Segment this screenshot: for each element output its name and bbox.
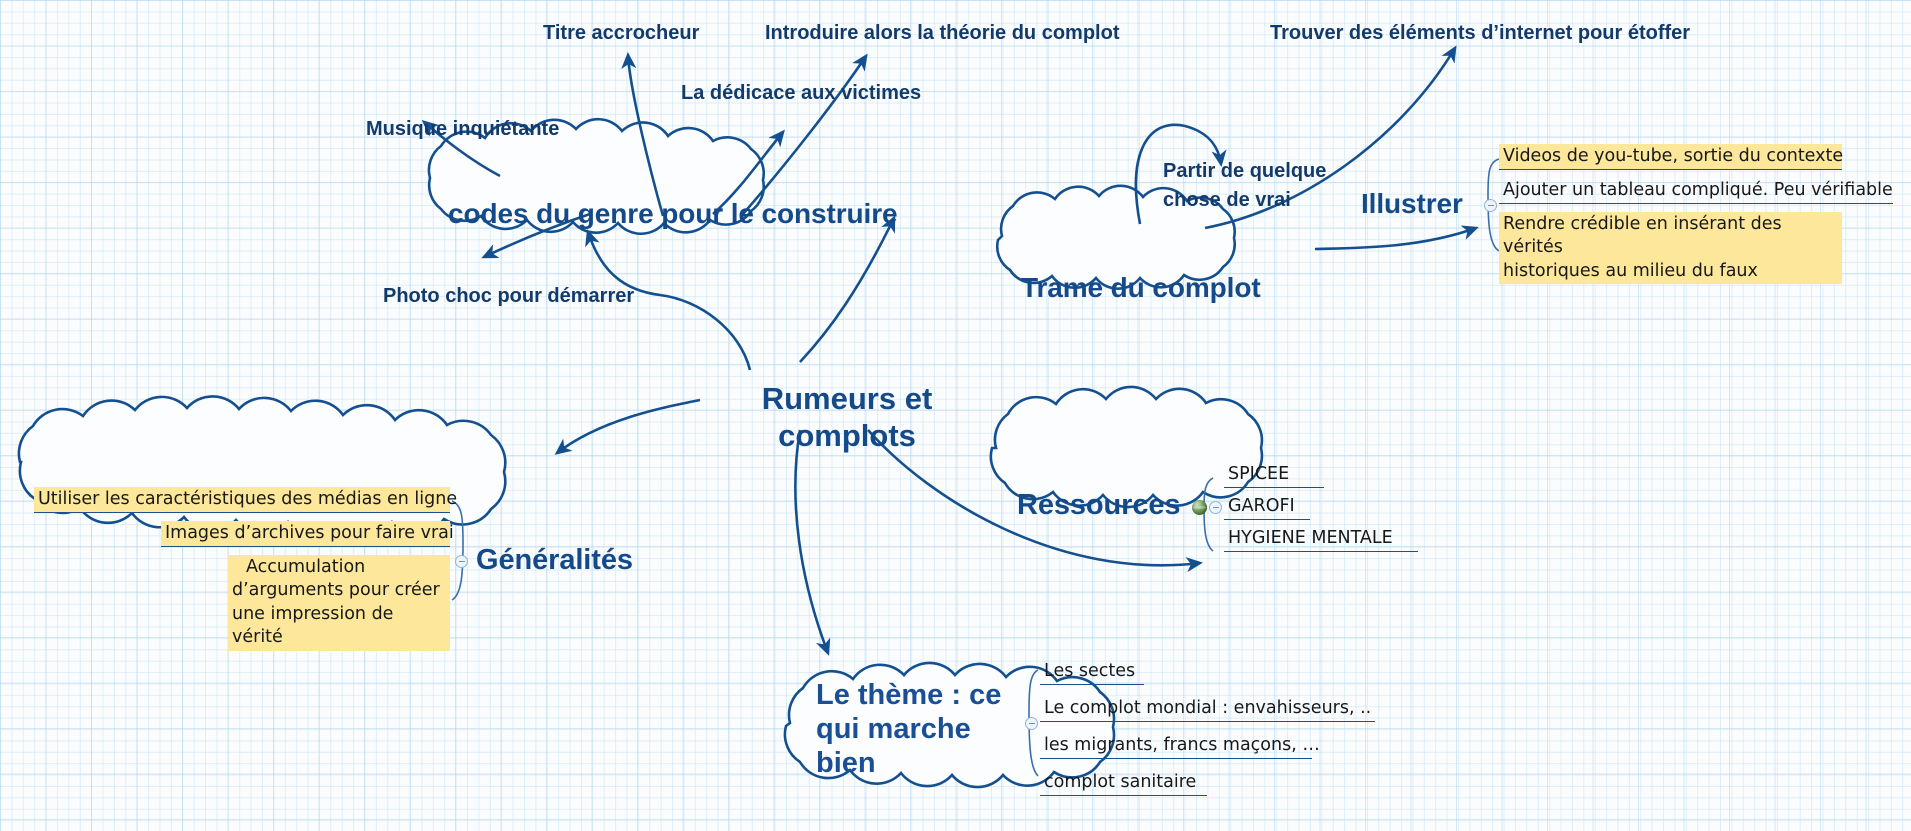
note-ressources-hygiene-mentale[interactable]: HYGIENE MENTALE <box>1224 526 1418 553</box>
leaf-trouver-elements-internet[interactable]: Trouver des éléments d’internet pour éto… <box>1270 22 1691 44</box>
leaf-titre-accrocheur[interactable]: Titre accrocheur <box>543 22 700 44</box>
theme-title-line2: qui marche <box>816 713 971 746</box>
collapse-handle-theme[interactable] <box>1025 717 1038 730</box>
leaf-introduire-theorie-complot[interactable]: Introduire alors la théorie du complot <box>765 22 1120 44</box>
globe-icon <box>1192 500 1207 515</box>
leaf-partir-line2: chose de vrai <box>1163 189 1291 211</box>
node-ressources[interactable]: Ressources <box>1017 489 1181 521</box>
note-theme-complot-mondial[interactable]: Le complot mondial : envahisseurs, .. <box>1040 696 1375 723</box>
note-accumulation-line2: d’arguments pour créer <box>232 580 440 601</box>
note-accumulation-line1: Accumulation <box>246 557 366 577</box>
node-codes-du-genre[interactable]: codes du genre pour le construire <box>448 198 898 229</box>
note-theme-complot-sanitaire[interactable]: complot sanitaire <box>1040 770 1207 797</box>
leaf-photo-choc-pour-demarrer[interactable]: Photo choc pour démarrer <box>383 285 635 307</box>
leaf-musique-inquietante[interactable]: Musique inquiétante <box>366 118 560 140</box>
root-label-line2: complots <box>778 418 916 454</box>
node-illustrer[interactable]: Illustrer <box>1361 188 1463 219</box>
theme-title-line1: Le thème : ce <box>816 679 1002 711</box>
node-generalites[interactable]: Généralités <box>476 544 633 576</box>
node-le-theme[interactable]: Le thème : ce qui marche bien <box>816 678 1026 781</box>
note-illustrer-videos-youtube[interactable]: Videos de you-tube, sortie du contexte <box>1499 144 1843 171</box>
note-generalites-accumulation-arguments[interactable]: Accumulation d’arguments pour créer une … <box>228 555 450 651</box>
collapse-handle-illustrer[interactable] <box>1484 199 1497 212</box>
node-trame-du-complot[interactable]: Trame du complot <box>1021 272 1261 303</box>
note-generalites-images-archives[interactable]: Images d’archives pour faire vrai <box>161 521 454 548</box>
note-theme-migrants-francs-macons[interactable]: les migrants, francs maçons, … <box>1040 733 1320 760</box>
leaf-dedicace-aux-victimes[interactable]: La dédicace aux victimes <box>681 82 922 104</box>
note-generalites-medias-en-ligne[interactable]: Utiliser les caractéristiques des médias… <box>34 487 457 514</box>
note-rendre-credible-line2: historiques au milieu du faux <box>1503 260 1758 281</box>
note-rendre-credible-line1: Rendre crédible en insérant des vérités <box>1503 214 1782 258</box>
note-accumulation-line3: une impression de vérité <box>232 603 394 648</box>
root-node[interactable]: Rumeurs et complots <box>742 380 952 454</box>
note-ressources-spicee[interactable]: SPICEE <box>1224 462 1324 489</box>
leaf-partir-de-quelque-chose-de-vrai[interactable]: Partir de quelque chose de vrai <box>1163 157 1326 215</box>
collapse-handle-ressources[interactable] <box>1209 501 1222 514</box>
note-illustrer-tableau-complique[interactable]: Ajouter un tableau compliqué. Peu vérifi… <box>1499 178 1893 205</box>
collapse-handle-generalites[interactable] <box>455 555 468 568</box>
note-theme-les-sectes[interactable]: Les sectes <box>1040 659 1144 686</box>
root-label-line1: Rumeurs et <box>761 381 933 416</box>
note-illustrer-rendre-credible[interactable]: Rendre crédible en insérant des vérités … <box>1499 212 1842 285</box>
theme-title-line3: bien <box>816 747 876 780</box>
note-ressources-garofi[interactable]: GAROFI <box>1224 494 1310 521</box>
leaf-partir-line1: Partir de quelque <box>1163 160 1327 182</box>
